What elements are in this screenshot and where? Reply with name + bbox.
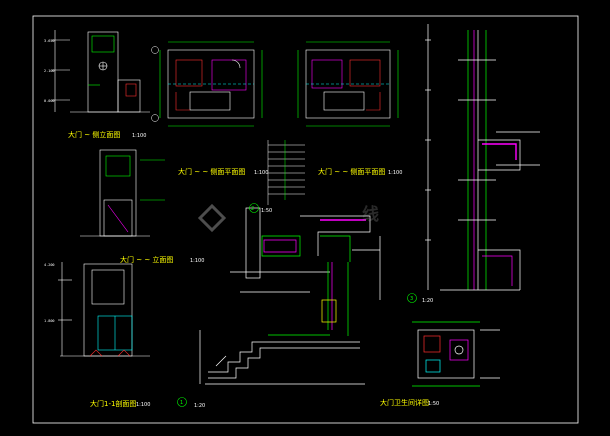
front-elevation-scale: 1:100 <box>190 258 204 264</box>
front-elevation-drawing <box>58 262 150 357</box>
plan-2-title: 大门 ~ ~ 侧面平面图 <box>318 167 385 176</box>
detail-scale: 1:50 <box>428 401 439 407</box>
svg-text:3.650: 3.650 <box>44 39 55 43</box>
node-2-marker <box>407 293 417 303</box>
svg-text:0.000: 0.000 <box>44 99 55 103</box>
svg-text:1: 1 <box>180 400 183 406</box>
floor-plan-2-drawing <box>297 41 399 127</box>
plan-1-scale: 1:100 <box>254 170 268 176</box>
node-3-scale: 1:20 <box>194 403 205 409</box>
side-elevation-drawing <box>52 30 150 113</box>
stair-section-drawing <box>199 330 365 385</box>
drawing-border <box>32 15 579 424</box>
section-scale: 1:100 <box>136 402 150 408</box>
plan-2-scale: 1:100 <box>388 170 402 176</box>
node-3-marker <box>177 397 187 407</box>
annotation-leaders <box>267 140 305 205</box>
watermark-text: 线 <box>362 204 379 225</box>
front-elevation-title: 大门 ~ ~ 立面图 <box>120 255 173 264</box>
side-elevation-scale: 1:100 <box>132 133 146 139</box>
watermark-logo: 线 <box>197 203 379 233</box>
side-elevation-title: 大门 ~ 侧立面图 <box>68 130 120 139</box>
detail-title: 大门卫生间详图 <box>380 398 429 407</box>
side-elevation-2-drawing <box>80 149 165 237</box>
wall-section-drawing <box>425 24 540 291</box>
node-2-scale: 1:20 <box>422 298 433 304</box>
restroom-detail-drawing <box>412 321 500 387</box>
node-1-marker <box>249 203 259 213</box>
svg-text:1.800: 1.800 <box>44 319 55 323</box>
node-1-scale: 1:50 <box>261 208 272 214</box>
svg-text:3: 3 <box>410 296 413 302</box>
svg-text:2.100: 2.100 <box>44 69 55 73</box>
svg-text:4.200: 4.200 <box>44 263 55 267</box>
svg-text:2: 2 <box>251 206 254 212</box>
node-detail-1-drawing <box>230 207 381 336</box>
section-title: 大门1-1剖面图 <box>90 399 136 408</box>
floor-plan-1-drawing <box>159 41 263 127</box>
plan-1-title: 大门 ~ ~ 侧面平面图 <box>178 167 245 176</box>
